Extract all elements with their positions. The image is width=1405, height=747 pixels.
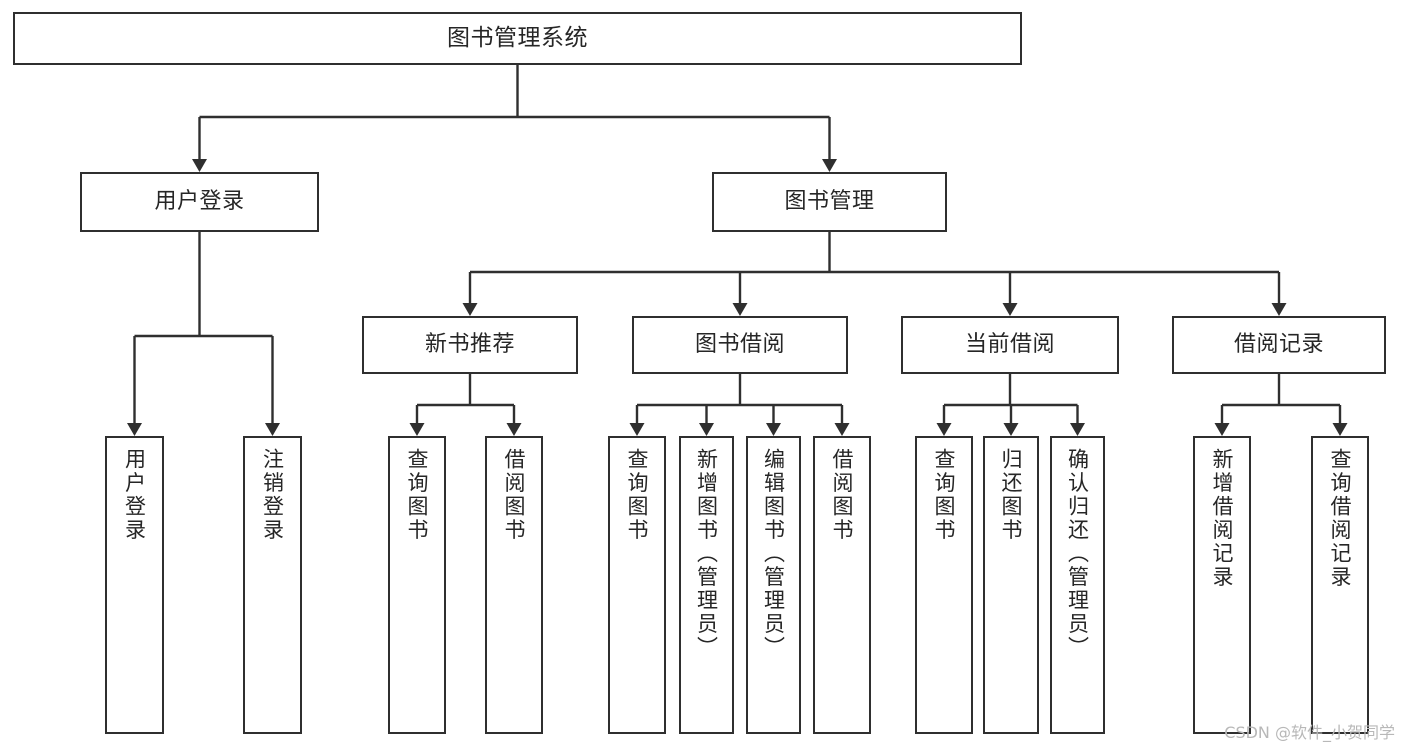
node-label-leaf-query-book-1: 查询图书 [405,448,430,542]
node-leaf-query-book-1[interactable]: 查询图书 [388,436,446,734]
node-label-leaf-add-borrow-record: 新增借阅记录 [1210,448,1235,589]
node-label-leaf-return-book: 归还图书 [999,448,1024,542]
edge-arrow-leaf-borrow-book-1 [506,423,522,436]
node-label-leaf-borrow-book-1: 借阅图书 [502,448,527,542]
node-book-borrow[interactable]: 图书借阅 [632,316,848,374]
node-label-current-borrow: 当前借阅 [964,332,1055,358]
edge-arrow-leaf-query-borrow-record [1332,423,1348,436]
node-label-leaf-confirm-return-admin: 确认归还（管理员） [1065,448,1090,660]
edge-arrow-leaf-add-borrow-record [1214,423,1230,436]
node-leaf-add-borrow-record[interactable]: 新增借阅记录 [1193,436,1251,734]
node-current-borrow[interactable]: 当前借阅 [901,316,1119,374]
edge-arrow-leaf-edit-book-admin [766,423,781,436]
node-leaf-query-book-2[interactable]: 查询图书 [608,436,666,734]
node-book-management[interactable]: 图书管理 [712,172,947,232]
node-label-leaf-query-book-2: 查询图书 [625,448,650,542]
node-leaf-borrow-book-2[interactable]: 借阅图书 [813,436,871,734]
edge-arrow-book-management [822,159,837,172]
edge-arrow-leaf-query-book-1 [409,423,425,436]
node-leaf-query-borrow-record[interactable]: 查询借阅记录 [1311,436,1369,734]
edge-arrow-user-login [192,159,207,172]
edge-arrow-leaf-query-book-2 [629,423,645,436]
node-user-login[interactable]: 用户登录 [80,172,319,232]
edge-arrow-book-borrow [732,303,748,316]
edge-arrow-leaf-query-book-3 [936,423,952,436]
watermark-text: CSDN @软件_小贺同学 [1224,723,1395,742]
edge-arrow-leaf-borrow-book-2 [834,423,850,436]
node-leaf-edit-book-admin[interactable]: 编辑图书（管理员） [746,436,801,734]
node-label-leaf-user-logout: 注销登录 [260,448,285,542]
node-leaf-return-book[interactable]: 归还图书 [983,436,1039,734]
node-borrow-record[interactable]: 借阅记录 [1172,316,1386,374]
node-leaf-borrow-book-1[interactable]: 借阅图书 [485,436,543,734]
node-label-leaf-add-book-admin: 新增图书（管理员） [694,448,719,660]
node-label-borrow-record: 借阅记录 [1233,332,1324,358]
edge-arrow-new-book-recommend [462,303,478,316]
node-new-book-recommend[interactable]: 新书推荐 [362,316,578,374]
node-label-leaf-query-borrow-record: 查询借阅记录 [1328,448,1353,589]
node-label-leaf-edit-book-admin: 编辑图书（管理员） [761,448,786,660]
node-label-book-management: 图书管理 [784,189,875,215]
node-leaf-query-book-3[interactable]: 查询图书 [915,436,973,734]
node-leaf-user-login[interactable]: 用户登录 [105,436,164,734]
node-label-new-book-recommend: 新书推荐 [424,332,515,358]
node-label-user-login: 用户登录 [154,189,245,215]
node-label-leaf-borrow-book-2: 借阅图书 [830,448,855,542]
edge-arrow-leaf-user-login [127,423,142,436]
edge-arrow-leaf-add-book-admin [699,423,714,436]
edge-arrow-borrow-record [1271,303,1287,316]
edge-arrow-leaf-user-logout [265,423,280,436]
node-leaf-add-book-admin[interactable]: 新增图书（管理员） [679,436,734,734]
node-label-leaf-user-login: 用户登录 [122,448,147,542]
edge-arrow-leaf-return-book [1003,423,1019,436]
node-label-root: 图书管理系统 [447,24,588,51]
edge-arrow-current-borrow [1002,303,1018,316]
node-leaf-user-logout[interactable]: 注销登录 [243,436,302,734]
node-root[interactable]: 图书管理系统 [13,12,1022,65]
node-leaf-confirm-return-admin[interactable]: 确认归还（管理员） [1050,436,1105,734]
edge-arrow-leaf-confirm-return-admin [1070,423,1085,436]
node-label-book-borrow: 图书借阅 [694,332,785,358]
node-label-leaf-query-book-3: 查询图书 [932,448,957,542]
